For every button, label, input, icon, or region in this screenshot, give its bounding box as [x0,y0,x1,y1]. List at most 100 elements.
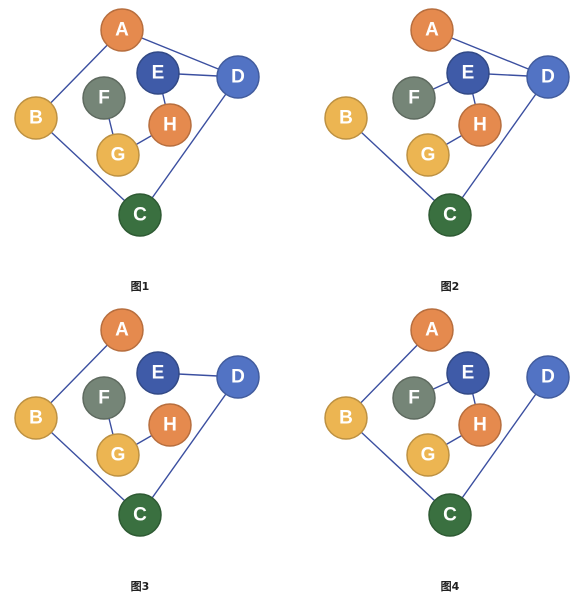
node-e: E [136,51,180,95]
node-label: B [339,108,353,129]
edge-b-c [35,117,141,216]
node-h: H [458,403,502,447]
node-label: H [473,415,487,436]
node-e: E [446,351,490,395]
node-h: H [148,103,192,147]
node-label: F [408,388,420,409]
node-a: A [410,8,454,52]
node-circle [458,403,502,447]
node-f: F [392,376,436,420]
node-f: F [392,76,436,120]
node-g: G [96,433,140,477]
node-a: A [100,8,144,52]
node-label: D [541,367,555,388]
node-label: E [152,63,165,84]
node-circle [100,8,144,52]
edge-c-d [139,76,239,216]
node-f: F [82,76,126,120]
node-label: G [421,145,436,166]
node-d: D [216,355,260,399]
node-b: B [324,396,368,440]
node-circle [392,76,436,120]
node-c: C [118,193,162,237]
node-circle [428,493,472,537]
node-h: H [148,403,192,447]
figure-caption: 图4 [441,580,460,593]
node-b: B [14,396,58,440]
node-circle [96,433,140,477]
node-label: A [115,20,129,41]
node-circle [216,55,260,99]
node-circle [118,193,162,237]
node-circle [446,351,490,395]
node-label: G [111,145,126,166]
node-c: C [428,193,472,237]
edge-c-d [449,76,549,216]
figure-caption: 图3 [131,580,150,593]
node-d: D [216,55,260,99]
edge-c-d [449,376,549,516]
node-circle [392,376,436,420]
node-c: C [428,493,472,537]
node-label: D [231,367,245,388]
node-label: G [111,445,126,466]
node-g: G [406,133,450,177]
node-e: E [136,351,180,395]
node-circle [526,55,570,99]
node-circle [526,355,570,399]
node-circle [458,103,502,147]
node-label: C [443,205,457,226]
node-a: A [410,308,454,352]
node-circle [148,103,192,147]
node-label: F [98,388,110,409]
node-circle [446,51,490,95]
figure-3: A B C D E F G H 图3 [14,308,260,593]
node-circle [82,76,126,120]
node-label: D [231,67,245,88]
node-label: H [473,115,487,136]
node-g: G [96,133,140,177]
figure-caption: 图2 [441,280,460,293]
node-circle [406,433,450,477]
edge-b-c [35,417,141,516]
node-f: F [82,376,126,420]
node-a: A [100,308,144,352]
node-circle [96,133,140,177]
node-circle [406,133,450,177]
node-label: E [462,63,475,84]
node-h: H [458,103,502,147]
node-circle [14,96,58,140]
node-circle [428,193,472,237]
node-circle [324,396,368,440]
node-circle [148,403,192,447]
node-label: E [152,363,165,384]
node-circle [100,308,144,352]
edge-b-c [345,417,451,516]
node-label: C [443,505,457,526]
node-circle [324,96,368,140]
node-circle [216,355,260,399]
node-circle [410,8,454,52]
node-label: C [133,505,147,526]
node-label: C [133,205,147,226]
node-label: A [115,320,129,341]
node-label: A [425,320,439,341]
node-circle [410,308,454,352]
node-circle [14,396,58,440]
node-circle [136,51,180,95]
node-d: D [526,355,570,399]
node-label: E [462,363,475,384]
edge-b-c [345,117,451,216]
node-circle [82,376,126,420]
node-label: F [408,88,420,109]
edge-c-d [139,376,239,516]
node-label: H [163,415,177,436]
node-label: A [425,20,439,41]
node-label: B [339,408,353,429]
figure-caption: 图1 [131,280,150,293]
node-label: H [163,115,177,136]
node-d: D [526,55,570,99]
node-label: B [29,108,43,129]
